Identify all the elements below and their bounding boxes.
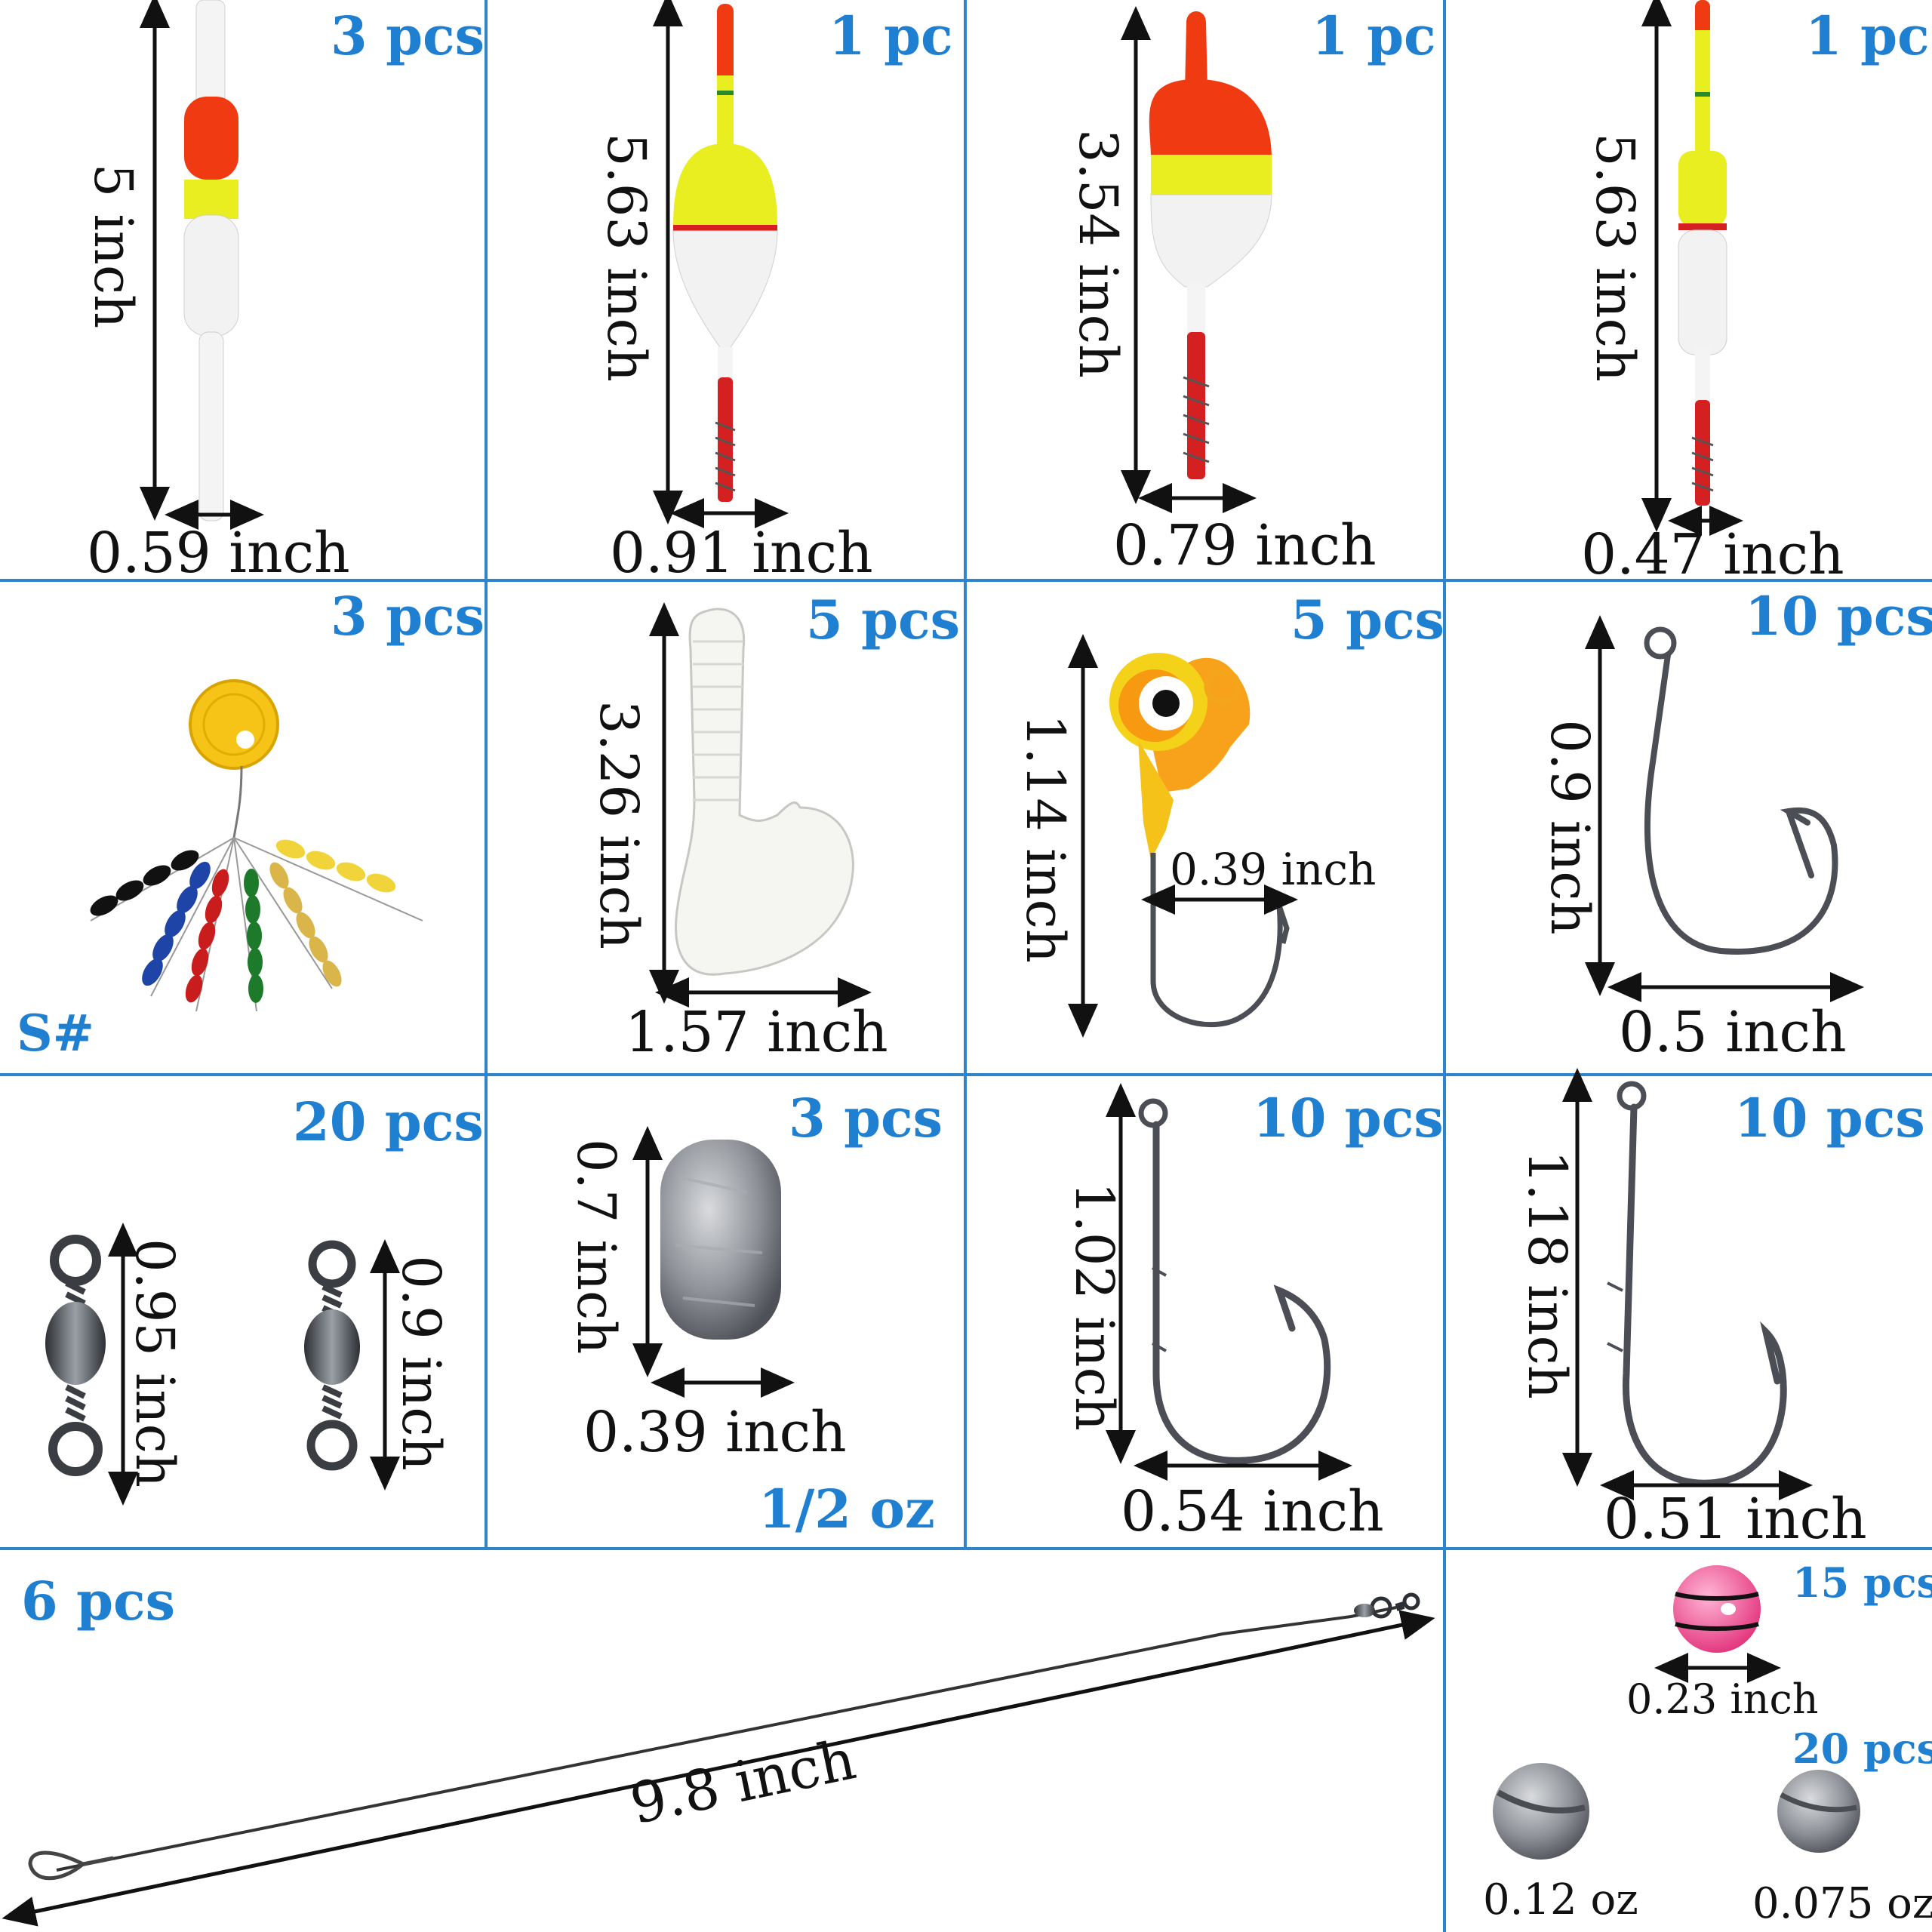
jig-height-label: 1.14 inch <box>1014 714 1076 963</box>
split-shot-small-weight: 0.075 oz <box>1752 1879 1932 1928</box>
float-1-image <box>183 0 239 521</box>
bead-image <box>1673 1565 1761 1653</box>
grub-count: 5 pcs <box>806 589 961 651</box>
float-4-count: 1 pc <box>1805 5 1930 67</box>
sinker-weight: 1/2 oz <box>758 1478 935 1540</box>
jig-head-image <box>1109 653 1290 1028</box>
swivel-small-height-label: 0.9 inch <box>390 1255 452 1471</box>
float-3-count: 1 pc <box>1312 5 1436 67</box>
float-3-image <box>1149 11 1272 479</box>
hook-c-width-label: 0.51 inch <box>1604 1487 1867 1552</box>
swivel-large-height-label: 0.95 inch <box>124 1238 186 1487</box>
hook-b-width-label: 0.54 inch <box>1121 1479 1384 1544</box>
grub-image <box>675 608 854 976</box>
leader-length-arrow <box>2 1610 1435 1927</box>
bead-count: 15 pcs <box>1792 1558 1932 1607</box>
split-shot-large-image <box>1493 1763 1589 1860</box>
sinker-width-label: 0.39 inch <box>583 1400 847 1465</box>
float-2-width-label: 0.91 inch <box>610 521 873 586</box>
bobber-stop-count: 3 pcs <box>331 585 485 648</box>
bobber-stop-image <box>90 679 423 1012</box>
grid-line-v2 <box>964 0 967 1549</box>
hook-c-height-label: 1.18 inch <box>1516 1150 1578 1399</box>
hook-a-width-label: 0.5 inch <box>1619 1000 1847 1065</box>
float-2-image <box>672 4 778 502</box>
jig-width-label: 0.39 inch <box>1170 844 1377 895</box>
bobber-stop-size: S# <box>17 1004 94 1063</box>
grub-height-label: 3.26 inch <box>588 700 650 949</box>
hook-b-count: 10 pcs <box>1253 1087 1444 1149</box>
grid-line-v3 <box>1443 0 1446 1932</box>
grid-line-v1 <box>485 0 488 1549</box>
float-1-height-label: 5 inch <box>82 163 144 329</box>
float-2-height-label: 5.63 inch <box>595 133 657 382</box>
sinker-count: 3 pcs <box>789 1087 943 1149</box>
hook-a-height-label: 0.9 inch <box>1539 719 1601 935</box>
swivel-count: 20 pcs <box>293 1091 484 1153</box>
float-4-width-label: 0.47 inch <box>1581 522 1844 587</box>
split-shot-small-image <box>1777 1770 1860 1853</box>
leader-count: 6 pcs <box>21 1570 176 1632</box>
split-shot-count: 20 pcs <box>1792 1724 1932 1773</box>
float-1-width-label: 0.59 inch <box>87 521 350 586</box>
float-4-image <box>1678 0 1727 506</box>
swivel-large-image <box>45 1235 106 1476</box>
grub-width-label: 1.57 inch <box>625 1000 888 1065</box>
hook-c-count: 10 pcs <box>1734 1087 1925 1149</box>
float-3-width-label: 0.79 inch <box>1113 513 1377 578</box>
float-3-height-label: 3.54 inch <box>1067 129 1129 378</box>
float-2-count: 1 pc <box>829 5 953 67</box>
hook-b-image <box>1138 1098 1331 1464</box>
egg-sinker-image <box>660 1140 781 1340</box>
grid-line-h3 <box>0 1547 1932 1550</box>
jig-head-count: 5 pcs <box>1291 589 1445 651</box>
bead-width-label: 0.23 inch <box>1626 1675 1819 1723</box>
float-1-count: 3 pcs <box>331 5 485 67</box>
hook-b-height-label: 1.02 inch <box>1063 1182 1125 1431</box>
swivel-small-image <box>304 1240 360 1471</box>
hook-a-image <box>1644 626 1838 955</box>
sinker-height-label: 0.7 inch <box>565 1139 627 1355</box>
hook-a-count: 10 pcs <box>1745 585 1932 648</box>
split-shot-large-weight: 0.12 oz <box>1483 1875 1638 1924</box>
leader-image <box>28 1592 1420 1881</box>
float-4-height-label: 5.63 inch <box>1584 133 1646 382</box>
